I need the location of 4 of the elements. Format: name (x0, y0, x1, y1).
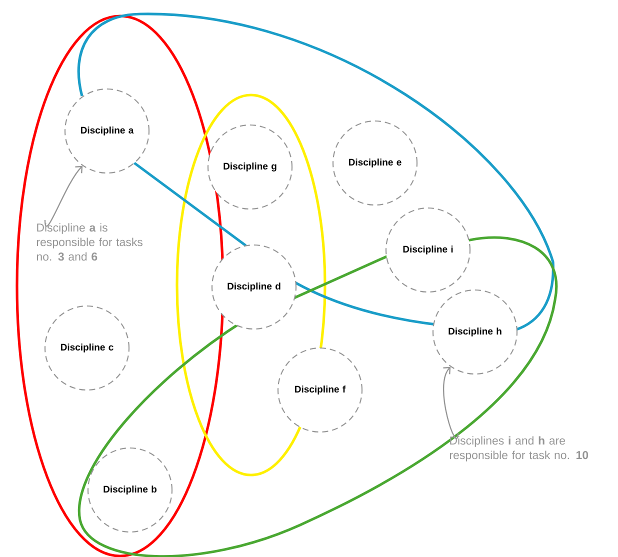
annotation-text: Discipline a is responsible for tasks no. 3 and 6 (36, 223, 142, 261)
annotation-text: Disciplines i and h are responsible for task no. 10 (450, 436, 588, 462)
leader-arrow (44, 166, 83, 226)
leader-arrow (442, 366, 459, 439)
